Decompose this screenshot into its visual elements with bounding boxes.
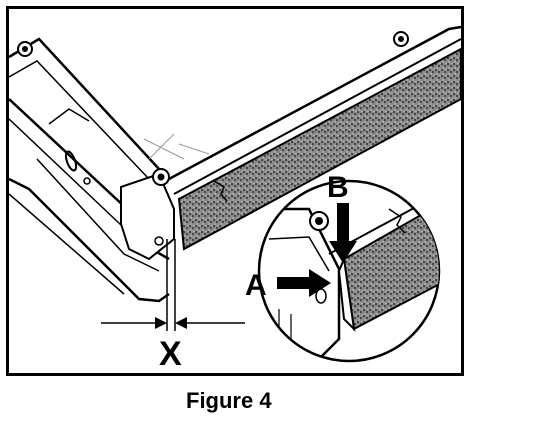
bolt-top-left — [17, 41, 33, 57]
figure-caption: Figure 4 — [186, 388, 272, 413]
detail-magnifier — [257, 179, 441, 363]
bolt-top-right — [393, 31, 409, 47]
callout-b-arrow: B — [327, 171, 357, 263]
callout-a-arrow: A — [245, 269, 331, 302]
foam-gasket-strip — [173, 38, 461, 251]
deck-marking — [143, 133, 210, 160]
figure-frame: X — [6, 6, 464, 376]
callout-x: X — [159, 335, 182, 373]
figure-illustration: X — [9, 25, 461, 373]
callout-a: A — [245, 269, 267, 302]
callout-b: B — [327, 171, 349, 204]
unit-body — [9, 25, 461, 303]
gap-indicator-x: X — [101, 239, 245, 373]
bolt-front-corner — [152, 168, 170, 186]
